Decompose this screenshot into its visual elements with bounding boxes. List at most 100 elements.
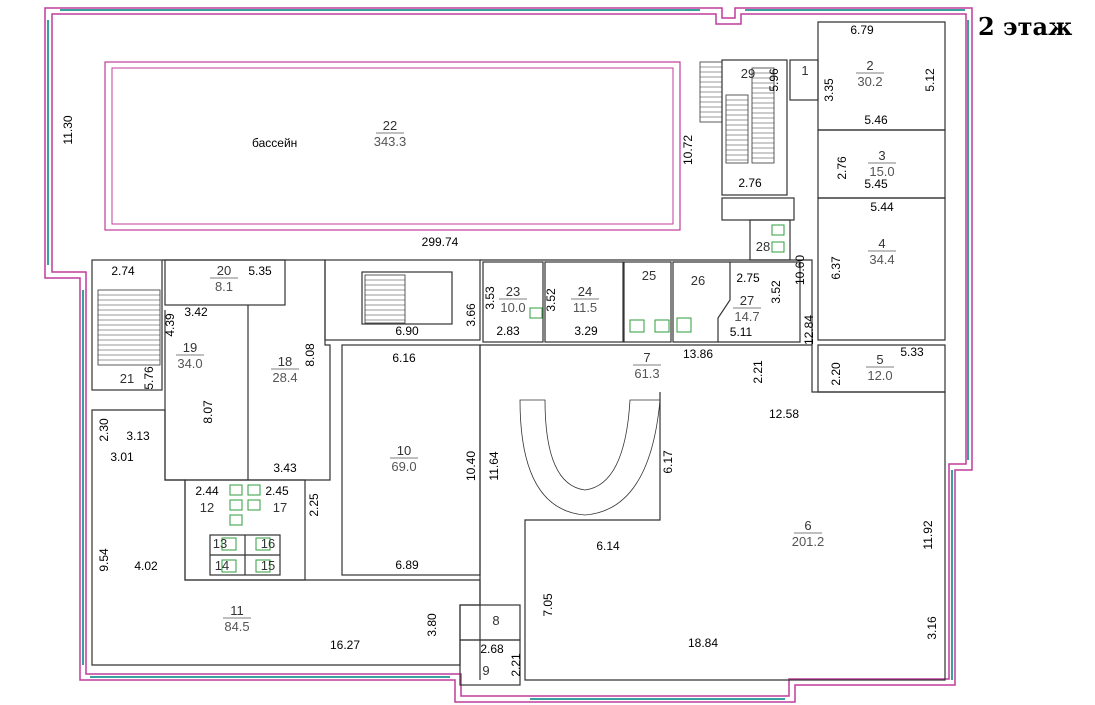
dimension-label: 11.30: [61, 115, 75, 144]
dimension-label: 4.02: [134, 559, 158, 573]
stair-hatches: [98, 66, 774, 361]
dimension-label: 3.13: [126, 429, 150, 443]
dimension-label: 12.84: [802, 315, 816, 345]
dimension-label: 6.37: [829, 256, 843, 280]
dimension-label: 2.21: [509, 653, 523, 677]
dimension-label: 6.16: [392, 351, 416, 365]
corridor-total-label: 299.74: [422, 235, 459, 249]
dimension-label: 2.76: [738, 176, 762, 190]
dimension-label: 12.58: [769, 407, 799, 421]
dimension-label: 5.35: [248, 264, 272, 278]
room-14-number: 14: [215, 558, 229, 573]
dimension-label: 8.07: [201, 400, 215, 424]
room-22-number: 22: [383, 118, 397, 133]
room-10-number: 10: [397, 443, 411, 458]
room-29-number: 29: [741, 66, 755, 81]
room-21-number: 21: [120, 371, 134, 386]
room-8-number: 8: [492, 613, 499, 628]
dimension-label: 16.27: [330, 638, 360, 652]
room-3-area: 15.0: [869, 164, 894, 179]
dimension-label: 5.12: [923, 68, 937, 92]
room-24-number: 24: [578, 284, 592, 299]
room-20-number: 20: [217, 263, 231, 278]
dimension-label: 3.52: [769, 280, 783, 304]
dimension-label: 5.45: [864, 177, 888, 191]
room-22-area: 343.3: [374, 134, 407, 149]
dimension-label: 3.53: [483, 286, 497, 310]
dimension-label: 10.40: [464, 451, 478, 481]
dimension-label: 3.01: [110, 450, 134, 464]
room-20-area: 8.1: [215, 279, 233, 294]
room-12-number: 12: [200, 500, 214, 515]
dimension-label: 5.96: [767, 68, 781, 92]
dimension-label: 5.44: [870, 200, 894, 214]
room-1-number: 1: [801, 63, 808, 78]
room-5-number: 5: [876, 352, 883, 367]
room-4-area: 34.4: [869, 252, 894, 267]
dimension-label: 5.11: [730, 325, 753, 339]
floor-title: 2 этаж: [978, 12, 1073, 41]
spiral-stair: [519, 399, 661, 516]
dimension-label: 2.76: [835, 156, 849, 180]
dimension-label: 10.72: [681, 135, 695, 165]
room-2-area: 30.2: [857, 74, 882, 89]
room-9-number: 9: [482, 663, 489, 678]
stair-21: [97, 289, 161, 366]
room-3-number: 3: [878, 148, 885, 163]
dimension-label: 3.66: [464, 303, 478, 327]
dimension-label: 2.45: [265, 484, 289, 498]
room-2-number: 2: [866, 58, 873, 73]
dimension-label: 2.74: [111, 264, 135, 278]
room-15-number: 15: [261, 558, 275, 573]
room-17-number: 17: [273, 500, 287, 515]
room-23-area: 10.0: [500, 300, 525, 315]
room-27-number: 27: [740, 293, 754, 308]
dimension-label: 2.21: [751, 360, 765, 384]
room-19-area: 34.0: [177, 356, 202, 371]
room-27-area: 14.7: [734, 309, 759, 324]
dimension-label: 4.39: [163, 313, 177, 337]
dimension-label: 2.25: [307, 493, 321, 517]
fixtures: [221, 224, 785, 573]
room-13-number: 13: [213, 536, 227, 551]
dimension-label: 7.05: [541, 593, 555, 617]
dimension-label: 11.64: [487, 451, 501, 480]
room-16-number: 16: [261, 536, 275, 551]
room-18-number: 18: [278, 354, 292, 369]
room-26-number: 26: [691, 273, 705, 288]
dimension-label: 11.92: [921, 520, 935, 549]
pool-label: бассейн: [252, 136, 297, 150]
dimension-label: 8.08: [303, 343, 317, 367]
pool: [104, 61, 681, 231]
windows: [47, 9, 969, 700]
dimension-label: 2.68: [480, 642, 504, 656]
room-23-number: 23: [506, 284, 520, 299]
room-18-area: 28.4: [272, 370, 297, 385]
dimension-label: 18.84: [688, 636, 718, 650]
dimension-label: 3.42: [184, 305, 208, 319]
dimension-label: 5.46: [864, 113, 888, 127]
dimension-label: 6.79: [850, 23, 874, 37]
dimension-label: 2.83: [496, 324, 520, 338]
dimension-label: 6.14: [596, 539, 620, 553]
dimension-label: 6.89: [395, 558, 419, 572]
outer-walls: [44, 7, 973, 703]
dimension-label: 10.60: [793, 255, 807, 285]
room-11-area: 84.5: [224, 619, 249, 634]
dimension-label: 3.35: [822, 78, 836, 102]
dimension-label: 5.76: [142, 366, 156, 390]
dimension-label: 3.16: [925, 616, 939, 640]
room-7-number: 7: [643, 350, 650, 365]
room-28-number: 28: [756, 239, 770, 254]
room-24-area: 11.5: [573, 300, 597, 315]
dimension-label: 2.20: [829, 362, 843, 386]
dimension-label: 3.80: [425, 613, 439, 637]
interior-walls: [91, 21, 946, 686]
stairs: [97, 61, 775, 516]
room-25-number: 25: [642, 268, 656, 283]
dimension-label: 6.90: [395, 324, 419, 338]
room-11-number: 11: [230, 603, 244, 618]
dimension-label: 2.44: [195, 484, 219, 498]
